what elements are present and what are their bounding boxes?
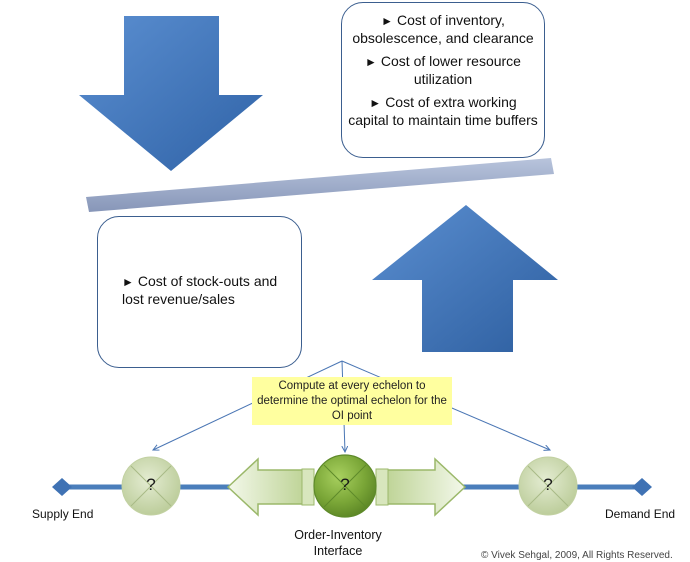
inventory-cost-box: ►Cost of inventory, obsolescence, and cl…	[341, 2, 545, 158]
balance-bar	[86, 158, 554, 212]
bullet-icon: ►	[122, 275, 134, 289]
bullet-icon: ►	[369, 96, 382, 110]
oi-label-line2: Interface	[313, 544, 363, 558]
right-node-mark: ?	[543, 475, 553, 494]
center-oi-node	[313, 454, 377, 518]
right-echelon-node	[518, 456, 578, 516]
cost-item-inventory: ►Cost of inventory, obsolescence, and cl…	[352, 12, 534, 46]
cost-item-working-capital: ►Cost of extra working capital to mainta…	[348, 94, 538, 128]
supply-end-label: Supply End	[32, 507, 94, 521]
right-green-arrow	[377, 457, 467, 517]
bullet-icon: ►	[381, 14, 393, 28]
down-arrow-shape	[79, 16, 263, 171]
copyright-notice: © Vivek Sehgal, 2009, All Rights Reserve…	[481, 550, 673, 561]
demand-end-diamond	[632, 478, 652, 496]
left-node-mark: ?	[146, 475, 156, 494]
up-arrow-shape	[372, 205, 558, 352]
demand-end-label: Demand End	[605, 507, 676, 521]
compute-callout: Compute at every echelon to determine th…	[252, 377, 452, 425]
left-echelon-node	[121, 456, 181, 516]
left-connector	[301, 468, 315, 506]
cost-item-resource-utilization: ►Cost of lower resource utilization	[365, 53, 521, 87]
center-node-mark: ?	[340, 475, 350, 494]
order-inventory-interface-label: Order-Inventory Interface	[270, 527, 406, 559]
supply-end-diamond	[52, 478, 72, 496]
stockout-cost-box: ►Cost of stock-outs and lost revenue/sal…	[97, 216, 302, 368]
oi-label-line1: Order-Inventory	[294, 528, 382, 542]
bullet-icon: ►	[365, 55, 377, 69]
right-connector	[375, 468, 389, 506]
left-green-arrow	[226, 457, 313, 517]
cost-item-stockouts: ►Cost of stock-outs and lost revenue/sal…	[122, 273, 278, 307]
